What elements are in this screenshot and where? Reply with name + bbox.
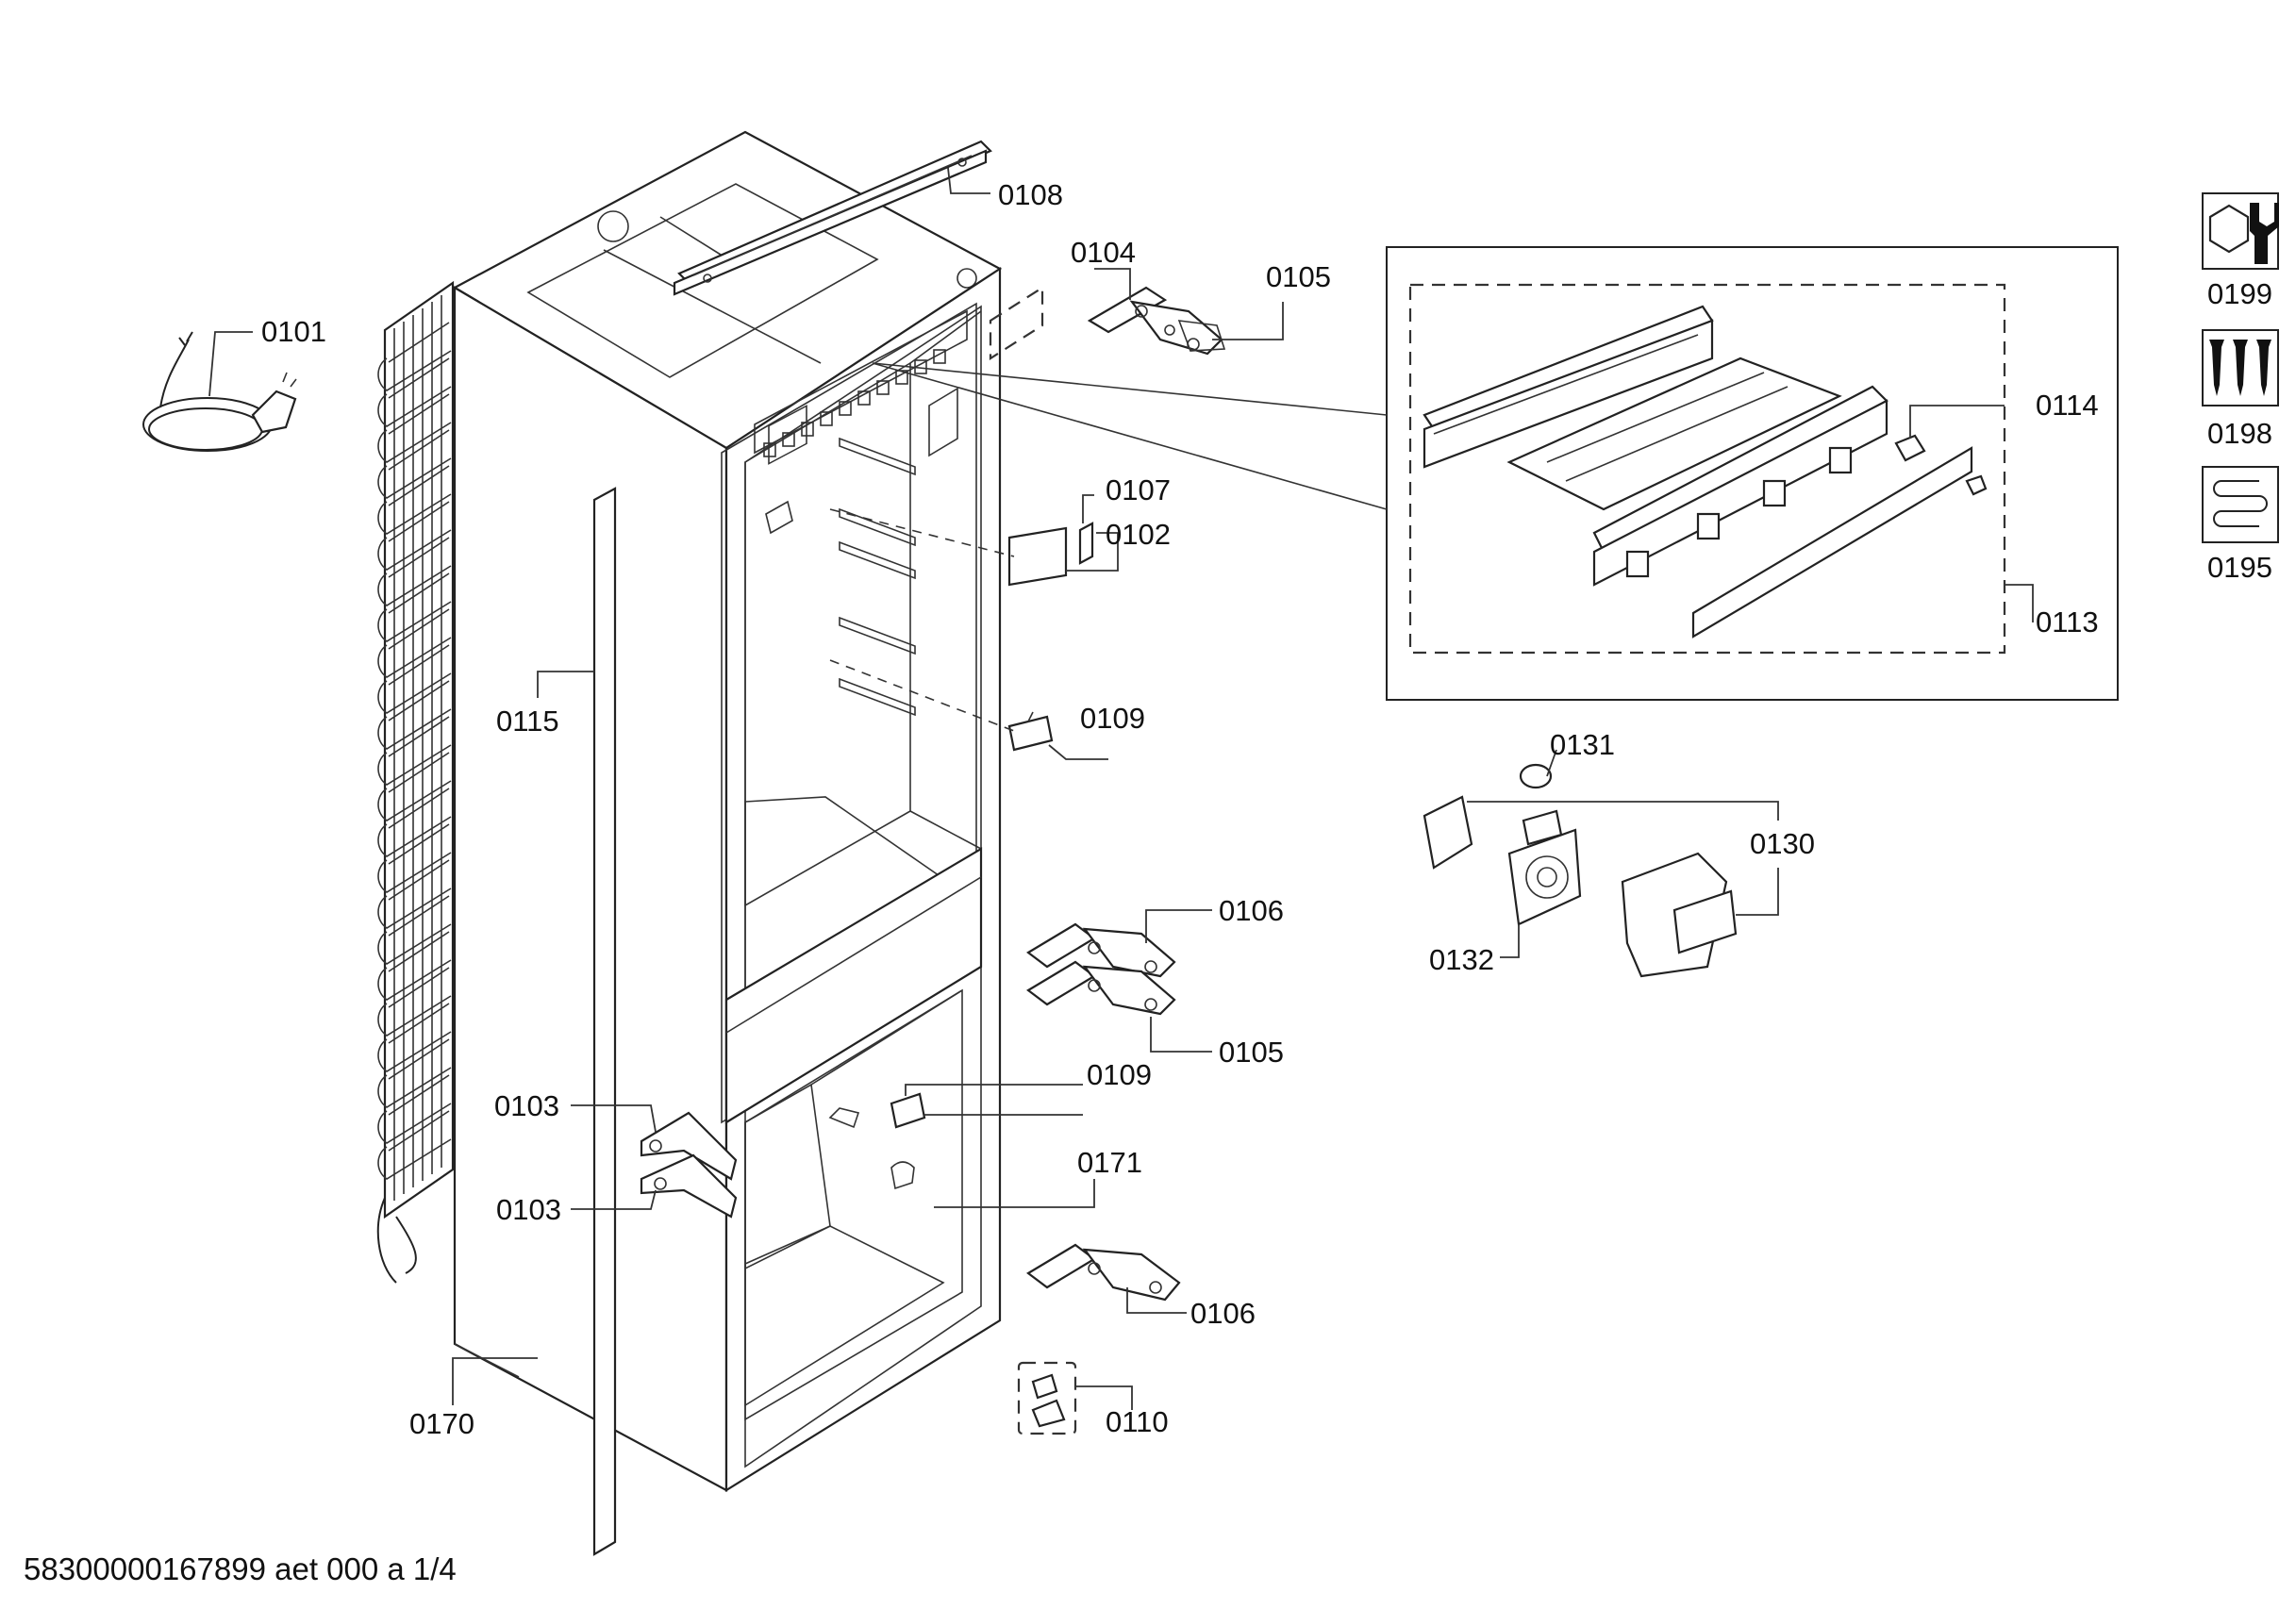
part-labels: 0101 0108 0104 0105 0107 0102 0115 0109 … bbox=[261, 178, 2272, 1440]
label-0104: 0104 bbox=[1071, 236, 1136, 269]
sidebar-code-0198: 0198 bbox=[2207, 417, 2272, 450]
part-0107-0102-cover-plate bbox=[1007, 522, 1094, 587]
label-0106-lower: 0106 bbox=[1190, 1297, 1256, 1330]
part-0104-0105-top-hinge bbox=[989, 285, 1226, 361]
label-0107: 0107 bbox=[1106, 473, 1171, 506]
part-0103-door-hinges bbox=[640, 1111, 738, 1219]
part-0108-top-rail bbox=[673, 140, 992, 296]
sidebar-code-0199: 0199 bbox=[2207, 277, 2272, 310]
sidebar-code-0195: 0195 bbox=[2207, 551, 2272, 584]
part-0101-power-cord bbox=[142, 331, 297, 452]
part-0115-door-strip bbox=[592, 487, 617, 1556]
label-0132: 0132 bbox=[1429, 943, 1494, 976]
part-0109-lamp-lower bbox=[890, 1092, 926, 1129]
label-0103-upper: 0103 bbox=[494, 1089, 559, 1122]
label-0102: 0102 bbox=[1106, 518, 1171, 551]
screws-icon bbox=[2202, 329, 2279, 406]
label-0110: 0110 bbox=[1106, 1405, 1169, 1438]
label-0105-middle: 0105 bbox=[1219, 1036, 1284, 1069]
document-footer: 58300000167899 aet 000 a 1/4 bbox=[24, 1551, 457, 1586]
part-0110-clip bbox=[1017, 1361, 1077, 1435]
label-0171: 0171 bbox=[1077, 1146, 1142, 1179]
label-0109-lower: 0109 bbox=[1087, 1058, 1152, 1091]
label-0115: 0115 bbox=[496, 705, 559, 738]
condenser-coil bbox=[376, 280, 455, 1284]
part-0109-lamp-upper bbox=[1007, 711, 1054, 752]
fridge-cabinet bbox=[452, 130, 1003, 1492]
label-0103-lower: 0103 bbox=[496, 1193, 561, 1226]
grease-coil-icon bbox=[2202, 466, 2279, 543]
label-0105-top: 0105 bbox=[1266, 260, 1331, 293]
part-0106-lower-hinge bbox=[1026, 1243, 1181, 1302]
label-0114: 0114 bbox=[2036, 389, 2099, 422]
label-0113: 0113 bbox=[2036, 605, 2099, 639]
label-0101: 0101 bbox=[261, 315, 326, 348]
label-0106-middle: 0106 bbox=[1219, 894, 1284, 927]
label-0131: 0131 bbox=[1550, 728, 1615, 761]
fan-assembly bbox=[1423, 763, 1738, 978]
sidebar-icons bbox=[2202, 192, 2279, 543]
label-0109-upper: 0109 bbox=[1080, 702, 1145, 735]
part-0106-0105-middle-hinges bbox=[1026, 922, 1176, 1016]
nut-and-wrench-icon bbox=[2202, 192, 2279, 270]
label-0130: 0130 bbox=[1750, 827, 1815, 860]
label-0108: 0108 bbox=[998, 178, 1063, 211]
label-0170: 0170 bbox=[409, 1407, 474, 1440]
control-module-callout bbox=[872, 246, 2119, 701]
